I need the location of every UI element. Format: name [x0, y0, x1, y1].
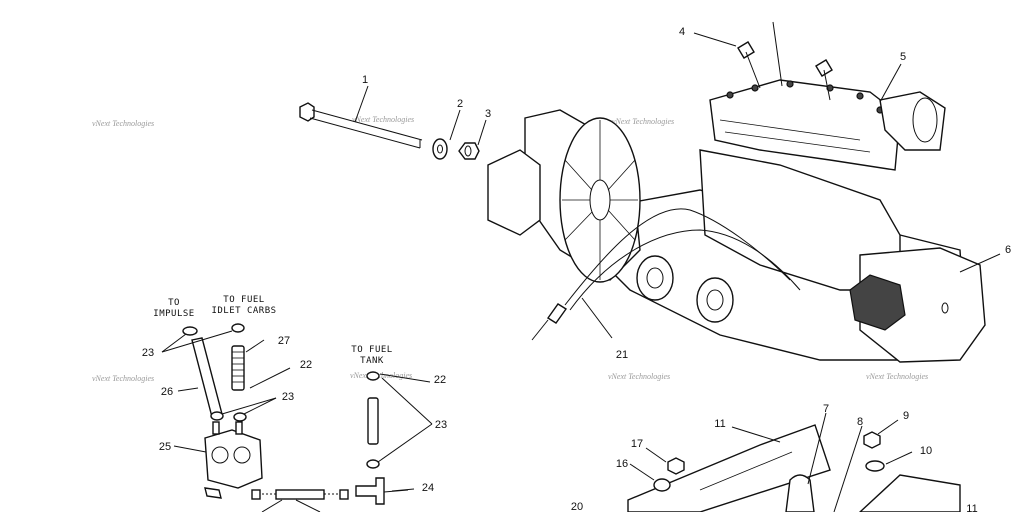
- fuel-pump-group: [182, 323, 409, 512]
- callout-21: 21: [616, 349, 628, 361]
- washer-part: [432, 138, 448, 160]
- nut-part: [458, 142, 480, 160]
- callout-20: 20: [571, 501, 583, 512]
- caption-to-impulse-line2: IMPULSE: [153, 309, 194, 319]
- callout-17: 17: [631, 438, 643, 450]
- callout-11b: 11: [966, 503, 977, 512]
- engine-assembly: [487, 21, 986, 363]
- callout-9: 9: [903, 410, 909, 422]
- watermark-5: vNext Technologies: [350, 371, 412, 380]
- callout-4: 4: [679, 26, 685, 38]
- callout-22a: 22: [300, 359, 312, 371]
- callout-23a: 23: [142, 347, 154, 359]
- watermark-2: vNext Technologies: [352, 115, 414, 124]
- watermark-4: vNext Technologies: [92, 374, 154, 383]
- caption-to-fuel-carbs-line1: TO FUEL: [223, 295, 264, 305]
- spring-27: [231, 345, 245, 391]
- callout-5: 5: [900, 51, 906, 63]
- callout-16: 16: [616, 458, 628, 470]
- callout-1: 1: [362, 74, 368, 86]
- leader-lines: [161, 32, 1001, 512]
- engine-mounts: [627, 424, 961, 512]
- callout-11: 11: [714, 418, 725, 430]
- callout-numbers: 1 2 3 4 5 6 7 8 9 10 11 11 16 17 20 21 2…: [142, 26, 1011, 512]
- caption-to-impulse-line1: TO: [168, 298, 180, 308]
- callout-25: 25: [159, 441, 171, 453]
- watermark-6: vNext Technologies: [608, 372, 670, 381]
- callout-8: 8: [857, 416, 863, 428]
- callout-2: 2: [457, 98, 463, 110]
- callout-23c: 23: [435, 419, 447, 431]
- caption-to-fuel-carbs-line2: IDLET CARBS: [211, 306, 276, 316]
- callout-24: 24: [422, 482, 434, 494]
- watermark-7: vNext Technologies: [866, 372, 928, 381]
- callout-3: 3: [485, 108, 491, 120]
- callout-22b: 22: [434, 374, 446, 386]
- hose-26: [191, 337, 223, 418]
- callout-27: 27: [278, 335, 290, 347]
- captions: TO IMPULSE TO FUEL IDLET CARBS TO FUEL T…: [153, 295, 392, 366]
- bolt-part: [299, 102, 423, 149]
- caption-to-fuel-tank-line2: TANK: [360, 356, 384, 366]
- callout-6: 6: [1005, 244, 1011, 256]
- callout-10: 10: [920, 445, 932, 457]
- watermarks: vNext Technologies vNext Technologies vN…: [92, 115, 928, 383]
- caption-to-fuel-tank-line1: TO FUEL: [351, 345, 392, 355]
- watermark-1: vNext Technologies: [92, 119, 154, 128]
- callout-26: 26: [161, 386, 173, 398]
- watermark-3: vNext Technologies: [612, 117, 674, 126]
- callout-23b: 23: [282, 391, 294, 403]
- callout-7: 7: [823, 403, 829, 415]
